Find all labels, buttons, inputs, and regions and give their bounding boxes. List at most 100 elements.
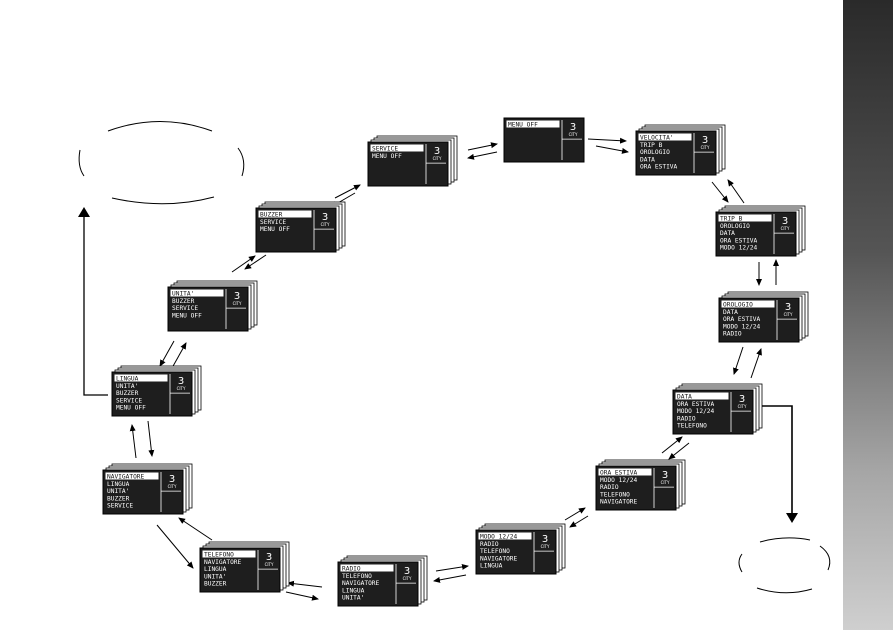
transition-arrow (569, 515, 589, 528)
lcd-selected-item: VELOCITA' (640, 135, 674, 142)
lcd-selection-highlight (598, 468, 652, 476)
transition-arrow (587, 137, 627, 144)
lcd-selection-highlight (114, 374, 168, 382)
lcd-menu-item: RADIO (600, 484, 619, 491)
lcd-menu-item: ORA ESTIVA (723, 316, 761, 323)
transition-arrow (147, 420, 155, 457)
lcd-selection-highlight (370, 144, 424, 152)
lcd-mode-label: CITY (265, 562, 274, 567)
lcd-menu-item: MENU OFF (372, 153, 402, 160)
lcd-menu-item: UNITA' (116, 383, 138, 390)
transition-arrow (435, 563, 469, 572)
lcd-selection-highlight (258, 210, 312, 218)
transition-arrow (178, 517, 213, 541)
lcd-mode-label: CITY (433, 156, 442, 161)
transition-arrow (595, 145, 629, 154)
transition-arrow (661, 436, 683, 454)
lcd-menu-item: DATA (640, 156, 655, 163)
lcd-menu-item: LINGUA (480, 563, 503, 570)
transition-arrow (668, 442, 690, 460)
lcd-menu-item: DATA (723, 309, 738, 316)
lcd-gear-number: 3 (266, 552, 272, 563)
lcd-gear-number: 3 (434, 146, 440, 157)
connector-arrows (129, 137, 779, 601)
lcd-gear-number: 3 (782, 216, 788, 227)
lcd-menu-item: BUZZER (204, 581, 227, 588)
lcd-selected-item: RADIO (342, 566, 361, 573)
lcd-menu-item: NAVIGATORE (480, 555, 518, 562)
lcd-menu-item: BUZZER (172, 298, 195, 305)
lcd-menu-item: LINGUA (204, 566, 227, 573)
lcd-selected-item: LINGUA (116, 376, 139, 383)
transition-arrow (171, 342, 187, 369)
lcd-mode-label: CITY (569, 132, 578, 137)
lcd-menu-item: MENU OFF (260, 226, 290, 233)
lcd-menu-item: TRIP B (640, 142, 663, 149)
lcd-selected-item: MENU OFF (508, 122, 538, 129)
lcd-menu-item: LINGUA (107, 481, 130, 488)
lcd-gear-number: 3 (662, 470, 668, 481)
lcd-selected-item: TRIP B (720, 216, 743, 223)
lcd-mode-label: CITY (541, 544, 550, 549)
lcd-mode-label: CITY (784, 312, 793, 317)
lcd-gear-number: 3 (178, 376, 184, 387)
lcd-selected-item: TELEFONO (204, 552, 234, 559)
lcd-menu-item: RADIO (723, 331, 742, 338)
menu-key-ellipse-top (78, 121, 245, 205)
transition-arrow (733, 346, 744, 375)
lcd-selection-highlight (721, 300, 775, 308)
lcd-menu-item: TELEFONO (600, 491, 630, 498)
lcd-menu-item: UNITA' (107, 488, 129, 495)
lcd-gear-number: 3 (322, 212, 328, 223)
lcd-menu-item: SERVICE (172, 305, 198, 312)
lcd-menu-item: ORA ESTIVA (677, 401, 715, 408)
lcd-menu-item: MODO 12/24 (723, 323, 761, 330)
lcd-menu-item: LINGUA (342, 587, 365, 594)
lcd-menu-item: SERVICE (260, 219, 286, 226)
lcd-menu-item: MODO 12/24 (720, 245, 758, 252)
lcd-menu-item: UNITA' (204, 573, 226, 580)
lcd-selection-highlight (340, 564, 394, 572)
lcd-selected-item: BUZZER (260, 212, 283, 219)
lcd-mode-label: CITY (321, 222, 330, 227)
lcd-selection-highlight (718, 214, 772, 222)
lcd-menu-item: TELEFONO (480, 548, 510, 555)
lcd-gear-number: 3 (404, 566, 410, 577)
exit-arrow-left (78, 207, 108, 396)
lcd-gear-number: 3 (169, 474, 175, 485)
lcd-menu-item: BUZZER (116, 390, 139, 397)
lcd-menu-item: OROLOGIO (720, 223, 750, 230)
lcd-selection-highlight (202, 550, 256, 558)
lcd-gear-number: 3 (785, 302, 791, 313)
transition-arrow (467, 151, 498, 160)
lcd-menu-item: UNITA' (342, 595, 364, 602)
lcd-selection-highlight (638, 133, 692, 141)
lcd-menu-item: TELEFONO (342, 573, 372, 580)
transition-arrow (711, 181, 729, 203)
lcd-menu-item: MODO 12/24 (677, 408, 715, 415)
lcd-menu-item: NAVIGATORE (204, 559, 242, 566)
lcd-mode-label: CITY (233, 301, 242, 306)
lcd-menu-item: ORA ESTIVA (720, 237, 758, 244)
lcd-mode-label: CITY (661, 480, 670, 485)
lcd-menu-item: RADIO (480, 541, 499, 548)
lcd-selected-item: OROLOGIO (723, 302, 753, 309)
lcd-menu-item: MENU OFF (116, 405, 146, 412)
lcd-mode-label: CITY (403, 576, 412, 581)
lcd-menu-item: MENU OFF (172, 312, 202, 319)
lcd-selected-item: SERVICE (372, 146, 398, 153)
transition-arrow (287, 580, 323, 588)
lcd-menu-item: RADIO (677, 415, 696, 422)
lcd-selected-item: DATA (677, 394, 692, 401)
